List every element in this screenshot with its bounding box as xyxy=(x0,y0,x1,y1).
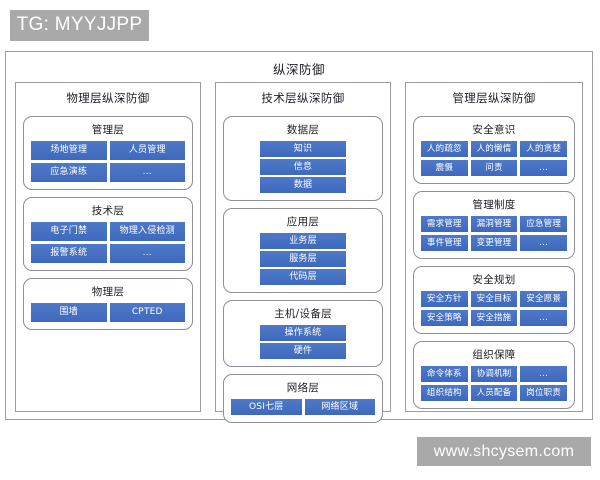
chip-item[interactable]: CPTED xyxy=(109,303,185,322)
chip-grid: OSI七层网络区域 xyxy=(231,399,375,415)
chip-item[interactable]: 报警系统 xyxy=(31,244,107,263)
chip-item[interactable]: 服务层 xyxy=(259,251,347,267)
group-box: 安全意识人的疏忽人的懒惰人的贪婪震慑问责... xyxy=(413,116,575,184)
chip-grid: 操作系统硬件 xyxy=(259,325,347,359)
chip-item[interactable]: 电子门禁 xyxy=(31,222,107,241)
chip-item[interactable]: 命令体系 xyxy=(421,366,468,382)
chip-item[interactable]: ... xyxy=(520,235,567,251)
chip-item[interactable]: 数据 xyxy=(259,177,347,193)
diagram-frame: 纵深防御 物理层纵深防御管理层场地管理人员管理应急演练...技术层电子门禁物理入… xyxy=(5,51,593,423)
chip-item[interactable]: 信息 xyxy=(259,159,347,175)
group-title: 安全意识 xyxy=(472,124,516,136)
chip-item[interactable]: ... xyxy=(520,366,567,382)
chip-item[interactable]: 问责 xyxy=(470,160,518,176)
diagram-title: 纵深防御 xyxy=(272,62,325,77)
chip-item[interactable]: 安全愿景 xyxy=(520,291,567,307)
group-box: 技术层电子门禁物理入侵检测报警系统... xyxy=(23,197,193,271)
group-title: 组织保障 xyxy=(472,349,516,361)
chip-grid: 人的疏忽人的懒惰人的贪婪震慑问责... xyxy=(421,141,567,176)
chip-item[interactable]: 震慑 xyxy=(421,160,468,176)
chip-item[interactable]: 事件管理 xyxy=(421,235,468,251)
group-title: 物理层 xyxy=(91,286,125,298)
chip-item[interactable]: 代码层 xyxy=(259,269,347,285)
group-title: 技术层 xyxy=(91,205,125,217)
chip-item[interactable]: 应急管理 xyxy=(520,216,567,232)
chip-item[interactable]: 业务层 xyxy=(259,233,347,249)
diagram-columns: 物理层纵深防御管理层场地管理人员管理应急演练...技术层电子门禁物理入侵检测报警… xyxy=(15,82,583,423)
chip-item[interactable]: 物理入侵检测 xyxy=(109,222,185,241)
chip-item[interactable]: 围墙 xyxy=(31,303,107,322)
chip-item[interactable]: 人的贪婪 xyxy=(520,141,567,157)
column-title: 管理层纵深防御 xyxy=(452,91,536,105)
chip-item[interactable]: 人的懒惰 xyxy=(470,141,518,157)
chip-item[interactable]: 操作系统 xyxy=(259,325,347,341)
watermark-top: TG: MYYJJPP xyxy=(10,10,149,41)
chip-item[interactable]: 漏洞管理 xyxy=(470,216,518,232)
chip-grid: 业务层服务层代码层 xyxy=(259,233,347,285)
group-title: 网络层 xyxy=(286,382,320,394)
chip-item[interactable]: 安全策略 xyxy=(421,310,468,326)
group-box: 管理制度需求管理漏洞管理应急管理事件管理变更管理... xyxy=(413,191,575,259)
chip-grid: 安全方针安全目标安全愿景安全策略安全措施... xyxy=(421,291,567,326)
group-box: 安全规划安全方针安全目标安全愿景安全策略安全措施... xyxy=(413,266,575,334)
chip-item[interactable]: ... xyxy=(109,244,185,263)
chip-item[interactable]: 硬件 xyxy=(259,343,347,359)
chip-item[interactable]: 场地管理 xyxy=(31,141,107,160)
group-title: 管理制度 xyxy=(472,199,516,211)
group-title: 数据层 xyxy=(286,124,320,136)
group-title: 管理层 xyxy=(91,124,125,136)
chip-item[interactable]: ... xyxy=(109,163,185,182)
column-physical: 物理层纵深防御管理层场地管理人员管理应急演练...技术层电子门禁物理入侵检测报警… xyxy=(15,82,201,412)
chip-grid: 知识信息数据 xyxy=(259,141,347,193)
group-box: 网络层 OSI七层网络区域 xyxy=(223,374,383,423)
group-title: 安全规划 xyxy=(472,274,516,286)
group-title: 主机/设备层 xyxy=(274,308,332,320)
chip-grid: 电子门禁物理入侵检测报警系统... xyxy=(31,222,185,263)
group-box: 管理层场地管理人员管理应急演练... xyxy=(23,116,193,190)
column-title: 技术层纵深防御 xyxy=(261,91,345,105)
chip-item[interactable]: 安全目标 xyxy=(470,291,518,307)
chip-grid: 场地管理人员管理应急演练... xyxy=(31,141,185,182)
chip-item[interactable]: ... xyxy=(520,310,567,326)
chip-item[interactable]: 组织结构 xyxy=(421,385,468,401)
chip-item[interactable]: 网络区域 xyxy=(304,399,375,415)
group-box: 数据层知识信息数据 xyxy=(223,116,383,201)
chip-item[interactable]: 变更管理 xyxy=(470,235,518,251)
group-box: 应用层业务层服务层代码层 xyxy=(223,208,383,293)
chip-grid: 需求管理漏洞管理应急管理事件管理变更管理... xyxy=(421,216,567,251)
chip-item[interactable]: 协调机制 xyxy=(470,366,518,382)
chip-item[interactable]: 应急演练 xyxy=(31,163,107,182)
chip-item[interactable]: 安全方针 xyxy=(421,291,468,307)
column-technical: 技术层纵深防御数据层知识信息数据应用层业务层服务层代码层主机/设备层操作系统硬件… xyxy=(215,82,391,423)
chip-item[interactable]: ... xyxy=(520,160,567,176)
group-title: 应用层 xyxy=(286,216,320,228)
chip-item[interactable]: 人员管理 xyxy=(109,141,185,160)
chip-item[interactable]: 人员配备 xyxy=(470,385,518,401)
group-box: 组织保障命令体系协调机制... 组织结构人员配备岗位职责 xyxy=(413,341,575,409)
chip-item[interactable]: 安全措施 xyxy=(470,310,518,326)
chip-item[interactable]: 需求管理 xyxy=(421,216,468,232)
chip-item[interactable]: 知识 xyxy=(259,141,347,157)
chip-grid: 命令体系协调机制... 组织结构人员配备岗位职责 xyxy=(421,366,567,401)
group-box: 主机/设备层操作系统硬件 xyxy=(223,300,383,367)
column-management: 管理层纵深防御安全意识人的疏忽人的懒惰人的贪婪震慑问责...管理制度需求管理漏洞… xyxy=(405,82,583,412)
column-title: 物理层纵深防御 xyxy=(66,91,150,105)
watermark-bottom: www.shcysem.com xyxy=(417,437,591,466)
chip-item[interactable]: 岗位职责 xyxy=(520,385,567,401)
chip-item[interactable]: 人的疏忽 xyxy=(421,141,468,157)
chip-item[interactable]: OSI七层 xyxy=(231,399,302,415)
